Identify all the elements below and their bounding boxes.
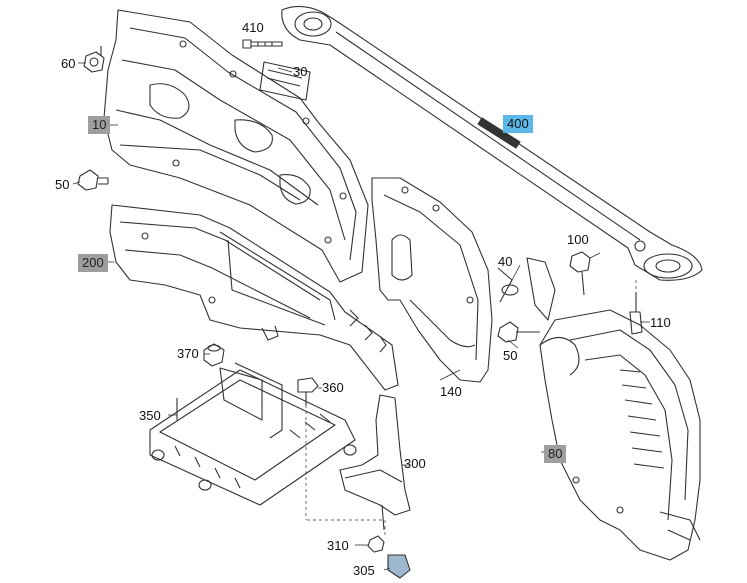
- callout-370: 370: [177, 346, 199, 361]
- callout-60: 60: [61, 56, 76, 71]
- callout-110: 110: [650, 315, 671, 330]
- washer-40: [497, 267, 519, 303]
- callout-140: 140: [440, 384, 462, 399]
- callout-305: 305: [353, 563, 375, 578]
- bolt-360: [297, 377, 319, 405]
- insulation-panel-lower: [109, 204, 399, 391]
- callout-40: 40: [498, 254, 513, 269]
- nut-60: [83, 46, 105, 73]
- callout-30: 30: [293, 64, 308, 79]
- callout-350: 350: [139, 408, 161, 423]
- callout-300: 300: [404, 456, 426, 471]
- callout-100: 100: [567, 232, 589, 247]
- nut-100: [569, 251, 591, 296]
- callout-360: 360: [322, 380, 344, 395]
- bolt-50-right: [497, 321, 540, 343]
- bolt-50-left: [77, 169, 109, 191]
- callout-410: 410: [242, 20, 264, 35]
- callout-80: 80: [544, 445, 567, 463]
- screw-310: [367, 535, 385, 553]
- bolt-410: [242, 39, 283, 49]
- callout-10: 10: [88, 116, 111, 134]
- callout-50-left: 50: [55, 177, 70, 192]
- strut-bar: [281, 5, 703, 281]
- callout-400: 400: [503, 115, 533, 133]
- wheel-arch-housing: [526, 257, 701, 561]
- side-insulation-panel: [371, 177, 493, 383]
- callout-310: 310: [327, 538, 349, 553]
- nut-370: [203, 343, 225, 367]
- insulation-panel-upper: [103, 9, 369, 283]
- clip-110: [629, 292, 643, 335]
- bracket-305: [387, 554, 411, 579]
- callout-50-right: 50: [503, 348, 518, 363]
- bracket-300: [339, 394, 411, 531]
- battery-tray: [149, 362, 357, 506]
- callout-200: 200: [78, 254, 108, 272]
- label-sticker: [259, 61, 311, 101]
